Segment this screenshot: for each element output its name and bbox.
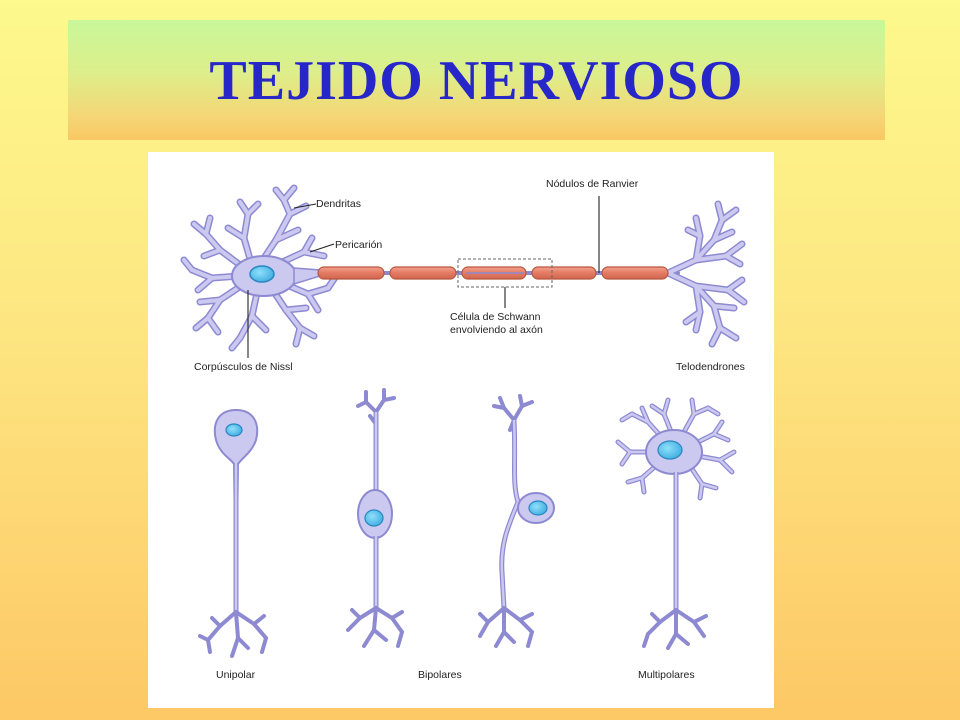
- bipolar-neuron-1: [348, 390, 402, 646]
- bipolar-neuron-2: [480, 396, 554, 646]
- label-multipolares: Multipolares: [638, 669, 695, 681]
- label-telodendrones: Telodendrones: [676, 361, 745, 373]
- label-pericarion: Pericarión: [335, 239, 382, 251]
- page-title: TEJIDO NERVIOSO: [209, 49, 743, 113]
- label-schwann-2: envolviendo al axón: [450, 324, 543, 336]
- bipolar-1-nucleus: [365, 510, 383, 526]
- label-ranvier: Nódulos de Ranvier: [546, 178, 639, 190]
- unipolar-nucleus: [226, 424, 242, 436]
- title-band: TEJIDO NERVIOSO: [68, 20, 885, 140]
- label-schwann-1: Célula de Schwann: [450, 311, 541, 323]
- unipolar-neuron: [200, 410, 266, 656]
- neuron-figure: Dendritas Pericarión Corpúsculos de Niss…: [148, 152, 774, 708]
- bipolar-2-nucleus: [529, 501, 547, 515]
- label-bipolares: Bipolares: [418, 669, 462, 681]
- neuron-diagram: Dendritas Pericarión Corpúsculos de Niss…: [148, 152, 774, 708]
- axon-hillock: [294, 268, 320, 284]
- label-nissl: Corpúsculos de Nissl: [194, 361, 293, 373]
- nucleus: [250, 266, 274, 282]
- myelin-segment: [390, 267, 456, 279]
- multipolar-nucleus: [658, 441, 682, 459]
- myelin-segment: [318, 267, 384, 279]
- label-dendritas: Dendritas: [316, 198, 361, 210]
- multipolar-neuron: [618, 400, 734, 648]
- myelin-segment: [532, 267, 596, 279]
- label-unipolar: Unipolar: [216, 669, 256, 681]
- myelin-segment: [602, 267, 668, 279]
